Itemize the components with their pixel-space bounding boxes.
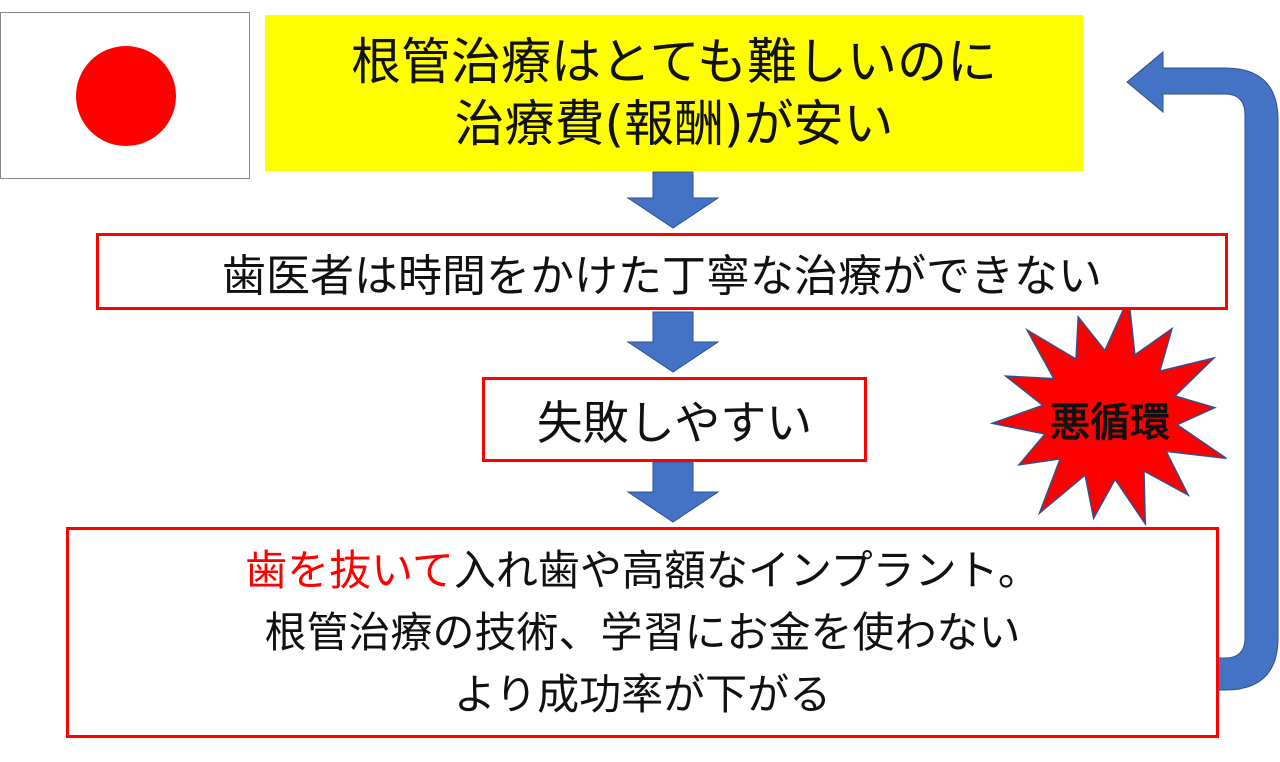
japan-flag-icon xyxy=(0,12,250,179)
step-extraction-line1: 歯を抜いて入れ歯や高額なインプラント。 xyxy=(245,540,1040,602)
vicious-cycle-label: 悪循環 xyxy=(1050,400,1170,446)
step-extraction-line2: 根管治療の技術、学習にお金を使わない xyxy=(264,607,1021,657)
step-low-fee: 根管治療はとても難しいのに 治療費(報酬)が安い xyxy=(265,15,1083,171)
step-extraction-line3: より成功率が下がる xyxy=(453,669,832,719)
step-extraction-implant: 歯を抜いて入れ歯や高額なインプラント。 根管治療の技術、学習にお金を使わない よ… xyxy=(66,527,1219,738)
step-no-careful-treatment-text: 歯医者は時間をかけた丁寧な治療ができない xyxy=(222,250,1102,302)
loop-back-arrow-icon xyxy=(1126,50,1279,691)
down-arrow-icon xyxy=(626,171,720,229)
highlight-text: 歯を抜いて xyxy=(245,545,454,595)
burst-star-icon xyxy=(989,294,1227,527)
step-no-careful-treatment: 歯医者は時間をかけた丁寧な治療ができない xyxy=(96,233,1228,310)
step-prone-to-failure: 失敗しやすい xyxy=(482,377,867,462)
line1-rest: 入れ歯や高額なインプラント。 xyxy=(453,545,1040,595)
step-low-fee-line1: 根管治療はとても難しいのに xyxy=(351,33,997,91)
down-arrow-icon xyxy=(626,461,720,523)
flag-sun xyxy=(76,46,176,146)
step-prone-to-failure-text: 失敗しやすい xyxy=(536,395,813,450)
down-arrow-icon xyxy=(626,311,720,373)
step-low-fee-line2: 治療費(報酬)が安い xyxy=(454,95,894,153)
